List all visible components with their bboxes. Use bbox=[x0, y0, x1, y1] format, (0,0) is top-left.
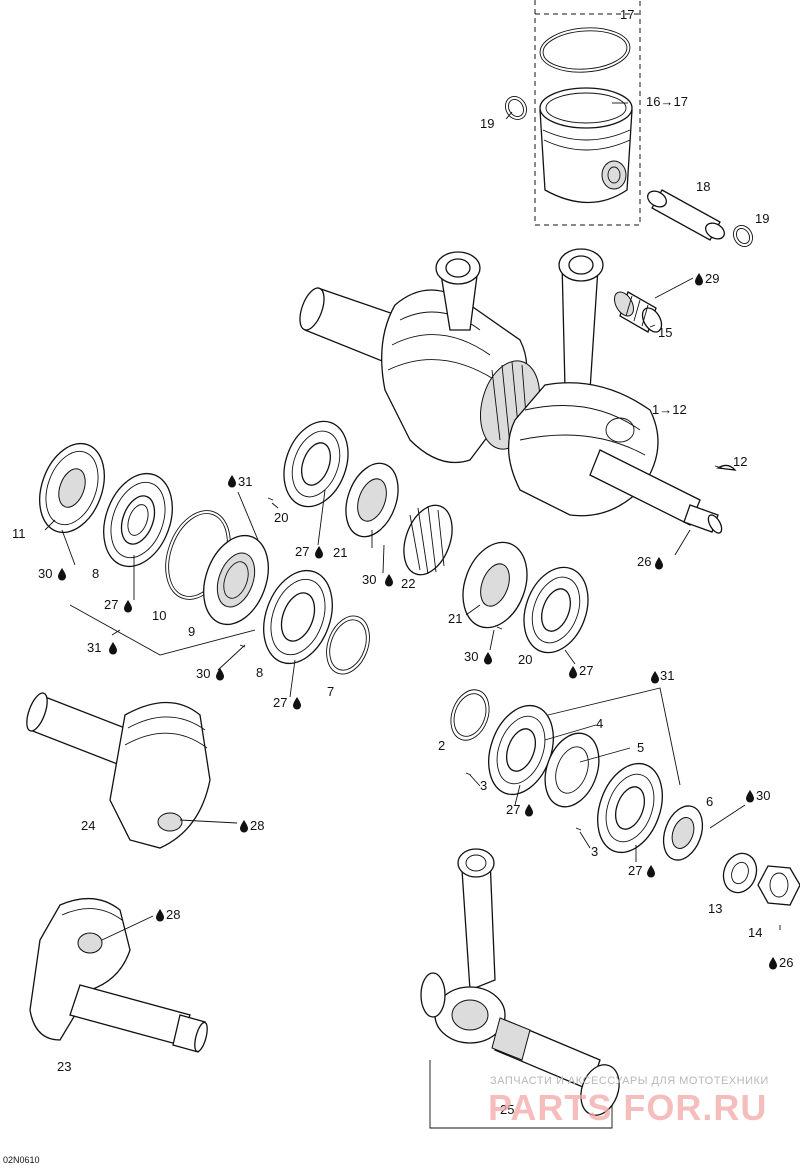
bearing-4 bbox=[488, 704, 554, 796]
label-20a: 20 bbox=[274, 510, 288, 525]
label-27b: 27 bbox=[104, 597, 118, 612]
callout-labels: 17 16→17 19 18 19 29 15 1→12 12 26 11 31… bbox=[12, 7, 793, 1117]
label-27a: 27 bbox=[295, 544, 309, 559]
label-12: 12 bbox=[733, 454, 747, 469]
label-16-17: 16→17 bbox=[646, 94, 688, 109]
needle-bearing-15 bbox=[614, 291, 663, 333]
label-19a: 19 bbox=[480, 116, 494, 131]
figure-code: 02N0610 bbox=[3, 1155, 40, 1165]
label-7: 7 bbox=[327, 684, 334, 699]
label-3b: 3 bbox=[591, 844, 598, 859]
label-22: 22 bbox=[401, 576, 415, 591]
crankshaft-assembly bbox=[299, 248, 723, 534]
label-27e: 27 bbox=[506, 802, 520, 817]
label-4: 4 bbox=[596, 716, 603, 731]
label-30c: 30 bbox=[196, 666, 210, 681]
label-30e: 30 bbox=[756, 788, 770, 803]
label-31b: 31 bbox=[87, 640, 101, 655]
label-18: 18 bbox=[696, 179, 710, 194]
label-17: 17 bbox=[620, 7, 634, 22]
label-27f: 27 bbox=[628, 863, 642, 878]
label-25: 25 bbox=[500, 1102, 514, 1117]
leader-lines bbox=[44, 102, 781, 1129]
piston-group bbox=[534, 0, 641, 226]
crank-half-24 bbox=[26, 692, 211, 849]
label-21b: 21 bbox=[448, 611, 462, 626]
label-15: 15 bbox=[658, 325, 672, 340]
label-5: 5 bbox=[637, 740, 644, 755]
circlip-19b bbox=[733, 225, 753, 247]
washer-13 bbox=[722, 852, 758, 894]
label-10: 10 bbox=[152, 608, 166, 623]
label-9: 9 bbox=[188, 624, 195, 639]
ring-5 bbox=[544, 732, 600, 808]
piston-pin-18 bbox=[647, 189, 725, 241]
oil-seal-11 bbox=[39, 442, 105, 534]
label-28b: 28 bbox=[166, 907, 180, 922]
label-26b: 26 bbox=[779, 955, 793, 970]
label-28a: 28 bbox=[250, 818, 264, 833]
label-29: 29 bbox=[705, 271, 719, 286]
seal-9 bbox=[203, 534, 269, 626]
ball-bearing-8a bbox=[103, 472, 173, 568]
label-30a: 30 bbox=[38, 566, 52, 581]
ring-7 bbox=[326, 615, 370, 675]
label-19b: 19 bbox=[755, 211, 769, 226]
label-27d: 27 bbox=[579, 663, 593, 678]
label-23: 23 bbox=[57, 1059, 71, 1074]
watermark-line2: PARTS FOR.RU bbox=[488, 1087, 767, 1128]
watermark: ЗАПЧАСТИ И АКСЕССУАРЫ ДЛЯ МОТОТЕХНИКИ PA… bbox=[488, 1075, 769, 1128]
seal-21a bbox=[345, 462, 399, 538]
label-30b: 30 bbox=[362, 572, 376, 587]
gear-22 bbox=[403, 504, 453, 576]
bearing-20b bbox=[523, 566, 589, 654]
ball-bearing-8b bbox=[263, 569, 333, 665]
seal-6 bbox=[662, 805, 704, 861]
watermark-line1: ЗАПЧАСТИ И АКСЕССУАРЫ ДЛЯ МОТОТЕХНИКИ bbox=[490, 1075, 769, 1087]
label-14: 14 bbox=[748, 925, 762, 940]
label-30d: 30 bbox=[464, 649, 478, 664]
label-20b: 20 bbox=[518, 652, 532, 667]
label-3a: 3 bbox=[480, 778, 487, 793]
label-27c: 27 bbox=[273, 695, 287, 710]
label-21a: 21 bbox=[333, 545, 347, 560]
label-13: 13 bbox=[708, 901, 722, 916]
label-1-12: 1→12 bbox=[652, 402, 687, 417]
crank-half-23 bbox=[29, 897, 208, 1053]
label-6: 6 bbox=[706, 794, 713, 809]
seal-21b bbox=[462, 541, 528, 629]
nut-14 bbox=[757, 865, 800, 906]
bearing-3 bbox=[597, 762, 663, 854]
label-8b: 8 bbox=[256, 665, 263, 680]
circlip-19a bbox=[505, 96, 527, 120]
label-26a: 26 bbox=[637, 554, 651, 569]
label-31a: 31 bbox=[238, 474, 252, 489]
small-pins bbox=[239, 497, 582, 831]
connecting-rod-25 bbox=[420, 848, 620, 1116]
label-24: 24 bbox=[81, 818, 95, 833]
label-2: 2 bbox=[438, 738, 445, 753]
label-11: 11 bbox=[12, 526, 26, 541]
ring-2 bbox=[450, 689, 490, 741]
label-8a: 8 bbox=[92, 566, 99, 581]
woodruff-key-12 bbox=[716, 464, 737, 471]
bearing-20a bbox=[283, 420, 349, 508]
label-31c: 31 bbox=[660, 668, 674, 683]
